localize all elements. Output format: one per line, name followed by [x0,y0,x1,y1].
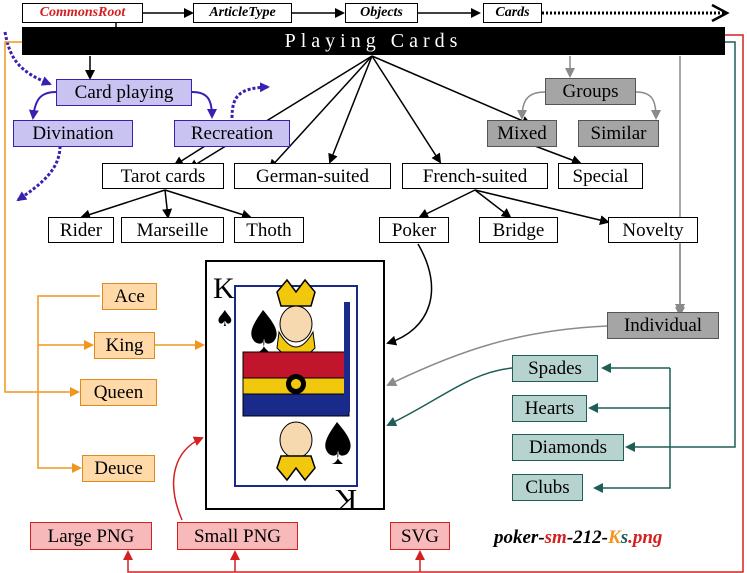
node-special[interactable]: Special [558,163,643,189]
breadcrumb-objects[interactable]: Objects [345,3,418,23]
node-small-png[interactable]: Small PNG [177,522,298,550]
node-mixed[interactable]: Mixed [487,120,557,147]
node-large-png[interactable]: Large PNG [30,522,152,550]
breadcrumb-articletype[interactable]: ArticleType [193,3,292,23]
filename-part: s [620,527,629,548]
node-clubs[interactable]: Clubs [512,474,583,501]
node-thoth[interactable]: Thoth [234,217,304,243]
filename-part: poker- [494,527,545,548]
node-queen[interactable]: Queen [80,379,157,406]
node-novelty[interactable]: Novelty [608,217,698,243]
card-rank-top: K [213,272,235,305]
filename-part: .png [628,527,663,548]
node-recreation[interactable]: Recreation [174,120,290,147]
node-marseille[interactable]: Marseille [121,217,224,243]
king-of-spades-card-image[interactable]: K ♠ K ♠ [205,260,385,516]
node-poker[interactable]: Poker [379,217,449,243]
node-french-suited[interactable]: French-suited [402,163,548,189]
node-rider[interactable]: Rider [48,217,114,243]
card-rank-bottom: K [335,483,357,508]
node-hearts[interactable]: Hearts [512,395,587,422]
node-ace[interactable]: Ace [102,283,157,310]
node-king[interactable]: King [94,332,155,359]
filename-part: K [608,527,621,548]
node-bridge[interactable]: Bridge [479,217,558,243]
crumb-dotted-head [711,3,730,23]
node-divination[interactable]: Divination [13,120,133,147]
node-individual[interactable]: Individual [607,312,719,339]
node-tarot-cards[interactable]: Tarot cards [102,163,224,189]
node-similar[interactable]: Similar [578,120,659,147]
node-spades[interactable]: Spades [512,355,598,382]
node-svg[interactable]: SVG [390,522,450,550]
filename-label: poker-sm-212-Ks.png [494,527,662,549]
node-card-playing[interactable]: Card playing [56,79,192,106]
node-deuce[interactable]: Deuce [82,455,155,482]
filename-part: sm [544,527,567,548]
page-title: Playing Cards [22,27,725,55]
card-suit-top: ♠ [215,307,235,332]
king-portrait-icon [234,278,358,487]
node-german-suited[interactable]: German-suited [234,163,391,189]
breadcrumb-cards[interactable]: Cards [483,3,542,23]
node-diamonds[interactable]: Diamonds [512,434,624,461]
breadcrumb-commonsroot[interactable]: CommonsRoot [22,3,143,23]
node-groups[interactable]: Groups [545,78,636,105]
filename-part: -212- [566,527,608,548]
